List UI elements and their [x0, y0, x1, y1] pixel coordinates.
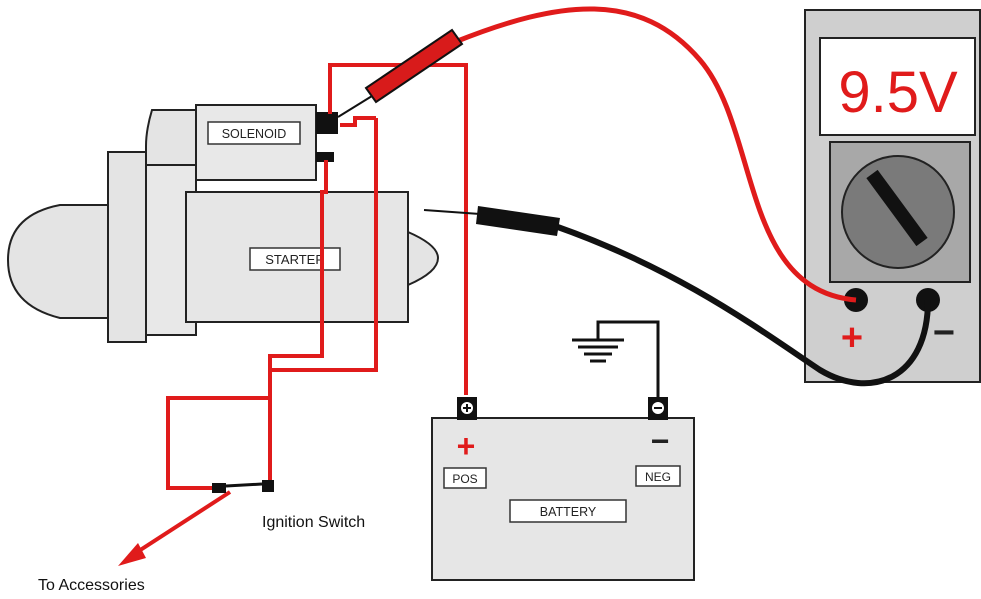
ignition-switch-blade: [225, 482, 263, 488]
battery: + − POS NEG BATTERY: [431, 397, 695, 581]
black-probe-body: [476, 206, 560, 236]
red-probe-tip: [337, 95, 373, 118]
solenoid-cap: [145, 109, 199, 166]
multimeter-reading: 9.5V: [838, 60, 958, 125]
starter-motor: STARTER: [6, 151, 440, 343]
solenoid-small-terminal-wire: [268, 160, 328, 488]
to-accessories-arrow-head: [118, 543, 146, 566]
starter-nose: [407, 230, 440, 287]
battery-case: [431, 417, 695, 581]
to-accessories-wire: [126, 490, 232, 560]
black-probe-tip: [423, 209, 481, 215]
ignition-switch: [212, 480, 274, 493]
to-accessories-label: To Accessories: [38, 577, 145, 594]
test-leads: [423, 6, 931, 387]
battery-label: BATTERY: [540, 505, 597, 519]
black-test-lead: [554, 223, 931, 387]
battery-positive-cable: [328, 63, 468, 395]
starter-label-box: [249, 247, 341, 271]
red-test-lead: [454, 6, 857, 303]
solenoid: SOLENOID: [145, 104, 338, 181]
starter-end-dome: [6, 204, 109, 319]
red-wiring: [126, 63, 468, 560]
solenoid-label: SOLENOID: [222, 127, 287, 141]
ignition-switch-label: Ignition Switch: [262, 514, 365, 531]
solenoid-main-terminal: [316, 112, 338, 134]
ground-wire: [596, 320, 660, 405]
starter-label: STARTER: [265, 252, 324, 267]
ignition-switch-left-contact: [212, 483, 226, 493]
red-probe-body: [364, 28, 464, 104]
starter-end-plate: [107, 151, 147, 343]
solenoid-label-box: [207, 121, 301, 145]
ignition-left-wire: [166, 396, 268, 490]
battery-neg-label: NEG: [645, 470, 671, 484]
red-probe: [337, 28, 464, 118]
ignition-switch-feed-wire: [270, 118, 378, 372]
ignition-to-solenoid-wire: [340, 116, 376, 127]
battery-negative-symbol: −: [651, 423, 670, 459]
battery-pos-label: POS: [452, 472, 477, 486]
multimeter-positive-symbol: +: [841, 317, 863, 359]
battery-pos-label-box: [443, 467, 487, 489]
ignition-switch-right-contact: [262, 480, 274, 492]
battery-positive-post-plus-icon: [463, 404, 471, 412]
multimeter: 9.5V + −: [804, 9, 981, 383]
ground-symbol: [572, 320, 660, 405]
battery-neg-label-box: [635, 465, 681, 487]
battery-label-box: [509, 499, 627, 523]
multimeter-dial-pointer: [866, 169, 928, 247]
solenoid-small-terminal: [316, 152, 334, 162]
multimeter-negative-symbol: −: [933, 312, 955, 354]
battery-positive-symbol: +: [457, 428, 476, 464]
multimeter-display: [819, 37, 976, 136]
